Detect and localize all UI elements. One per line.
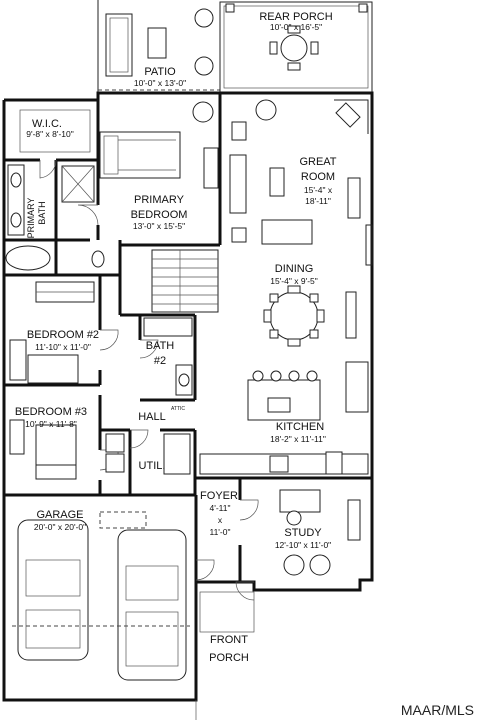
patio-chair xyxy=(194,8,214,28)
fireplace xyxy=(335,102,361,128)
stairs xyxy=(151,249,219,313)
bedroom2-furniture xyxy=(9,281,95,384)
interior-walls xyxy=(4,93,372,582)
attic-label: ATTIC xyxy=(171,406,185,412)
bath2-fixtures: ATTIC xyxy=(143,317,193,412)
garage-dims: 20'-0" x 20'-0" xyxy=(34,522,86,532)
foyer-dims-2: x xyxy=(218,515,223,525)
bedroom3-name: BEDROOM #3 xyxy=(15,406,87,418)
primary-bath-name-1: PRIMARY xyxy=(26,198,36,239)
bath2-name-2: #2 xyxy=(154,355,166,367)
study-dims: 12'-10" x 11'-0" xyxy=(275,540,331,550)
rear-porch-dims: 10'-0" x 16'-5" xyxy=(270,22,322,32)
patio-name: PATIO xyxy=(144,66,176,78)
front-porch-name-1: FRONT xyxy=(210,634,248,646)
primary-bath-name-2: BATH xyxy=(37,201,47,224)
foyer-dims-1: 4'-11" xyxy=(209,503,230,513)
foyer-dims-3: 11'-0" xyxy=(209,527,230,537)
bedroom2-dims: 11'-10" x 11'-0" xyxy=(35,342,91,352)
rear-porch-name: REAR PORCH xyxy=(259,11,332,23)
desk xyxy=(279,489,321,513)
watermark: MAAR/MLS xyxy=(401,702,474,718)
util-fixtures xyxy=(105,433,191,475)
study-name: STUDY xyxy=(284,527,322,539)
great-room-name-2: ROOM xyxy=(301,171,335,183)
foyer-name: FOYER xyxy=(200,490,238,502)
primary-bedroom-dims: 13'-0" x 15'-5" xyxy=(133,221,185,231)
coffee-table xyxy=(269,167,285,197)
rear-porch-area xyxy=(219,1,373,93)
dining-table xyxy=(263,285,357,347)
primary-bedroom-name-1: PRIMARY xyxy=(134,194,185,206)
great-room-furniture xyxy=(229,99,373,266)
dining-dims: 15'-4" x 9'-5" xyxy=(270,276,318,286)
wic-name: W.I.C. xyxy=(32,118,62,130)
front-porch-name-2: PORCH xyxy=(209,652,249,664)
pantry xyxy=(345,361,369,413)
hall-name: HALL xyxy=(138,411,166,423)
patio-area xyxy=(97,0,220,93)
primary-bath-fixtures xyxy=(5,109,105,271)
car-left xyxy=(17,519,89,661)
washer xyxy=(105,433,125,453)
patio-chair-2 xyxy=(194,56,214,76)
primary-bed xyxy=(99,101,219,189)
primary-bedroom-name-2: BEDROOM xyxy=(131,209,188,221)
tub-2 xyxy=(143,317,193,337)
range xyxy=(269,455,289,473)
great-room-name-1: GREAT xyxy=(299,156,336,168)
sofa xyxy=(229,154,247,214)
great-room-dims-1: 15'-4" x xyxy=(304,185,333,195)
dining-name: DINING xyxy=(275,263,314,275)
kitchen-name: KITCHEN xyxy=(276,421,324,433)
great-room-dims-2: 18'-11" xyxy=(305,196,331,206)
patio-dims: 10'-0" x 13'-0" xyxy=(134,78,186,88)
dryer xyxy=(105,453,125,473)
front-porch-area xyxy=(195,591,255,720)
bedroom-chair xyxy=(192,101,214,123)
patio-chaise xyxy=(147,27,167,59)
kitchen-fixtures xyxy=(199,361,369,475)
bedroom3-furniture xyxy=(9,419,77,480)
loveseat xyxy=(261,219,313,245)
util-name: UTIL. xyxy=(139,460,166,472)
wic-dims: 9'-8" x 8'-10" xyxy=(26,129,74,139)
study-furniture xyxy=(279,489,361,576)
door-swings xyxy=(39,159,259,601)
car-right xyxy=(117,529,187,681)
bath2-name-1: BATH xyxy=(146,340,175,352)
garage-cars xyxy=(12,511,190,681)
tub xyxy=(5,245,51,271)
kitchen-dims: 18'-2" x 11'-11" xyxy=(270,434,326,444)
garage-name: GARAGE xyxy=(36,509,83,521)
toilet xyxy=(91,250,105,268)
bedroom3-dims: 10'-9" x 11'-8" xyxy=(25,419,77,429)
room-labels: PATIO 10'-0" x 13'-0" REAR PORCH 10'-0" … xyxy=(15,11,337,664)
porch-table xyxy=(280,34,308,62)
bedroom2-name: BEDROOM #2 xyxy=(27,329,99,341)
dresser xyxy=(203,147,219,189)
